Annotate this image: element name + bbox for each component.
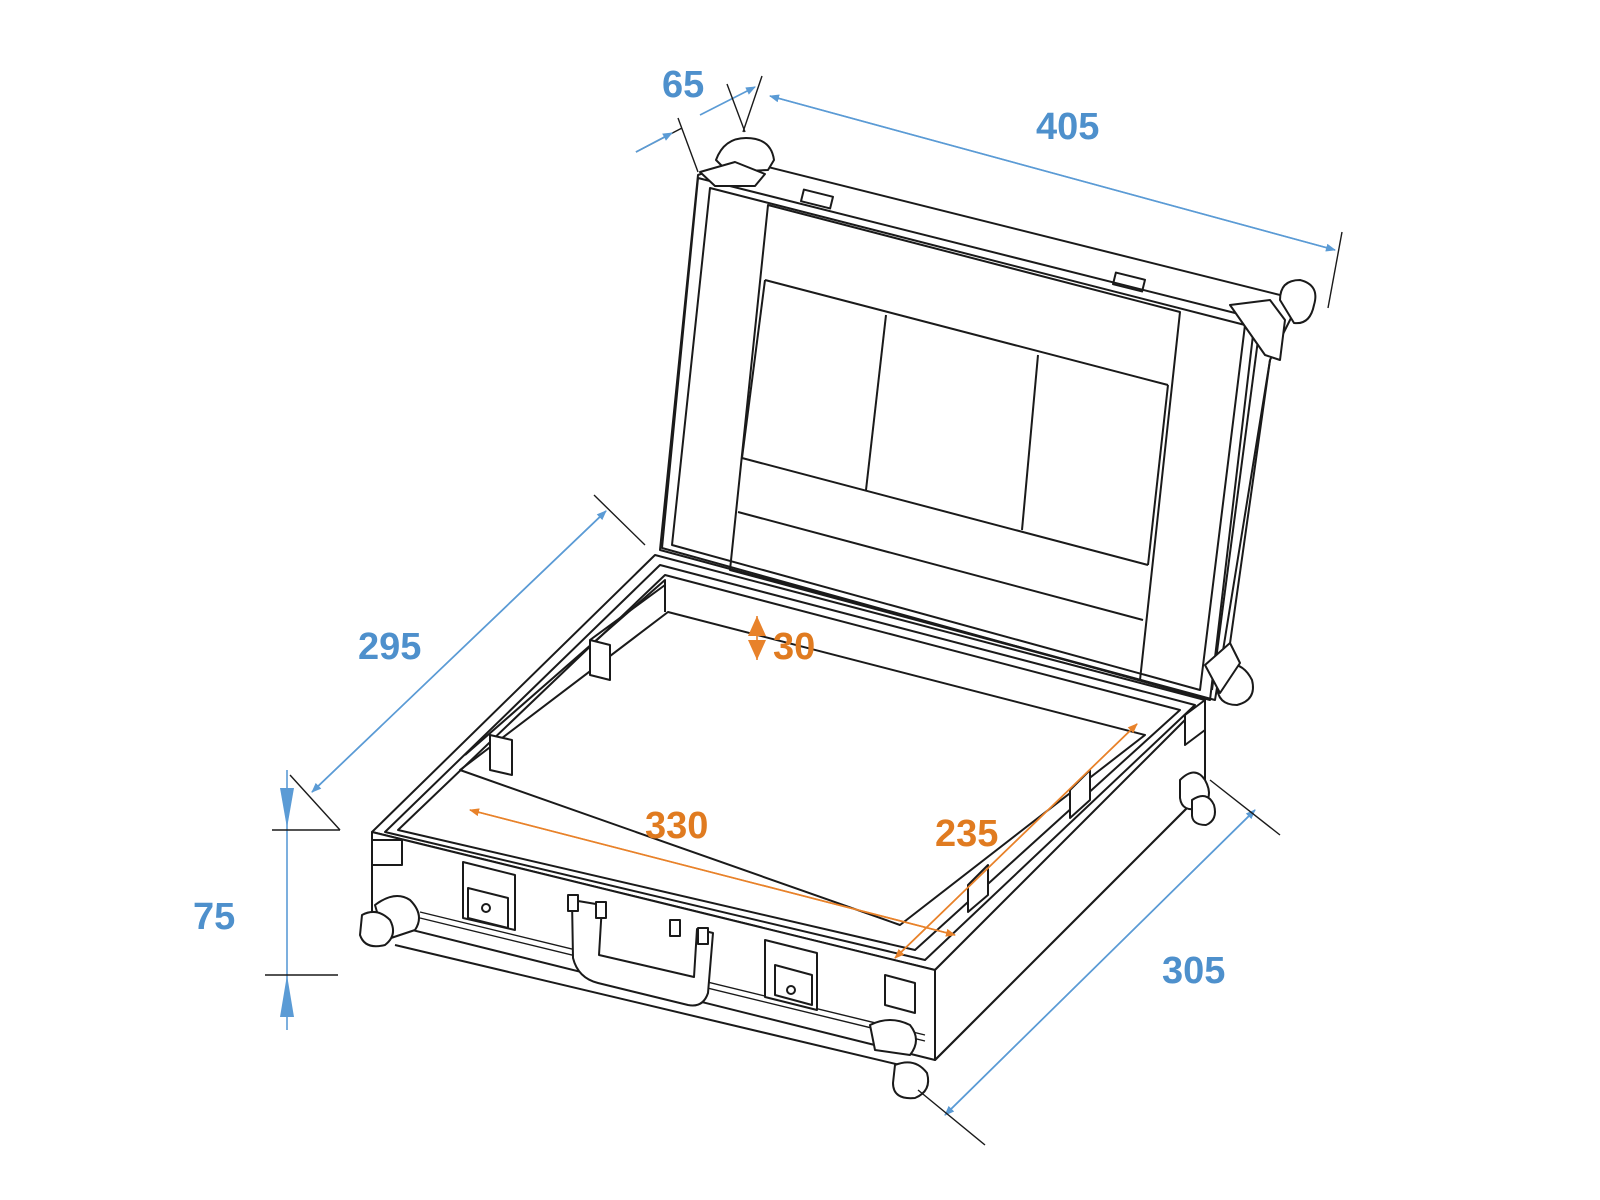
latch-right bbox=[764, 939, 818, 1011]
label-305: 305 bbox=[1162, 950, 1226, 992]
carry-handle bbox=[567, 894, 714, 1007]
label-405: 405 bbox=[1036, 106, 1100, 148]
lid-corner-bottom-right bbox=[1204, 642, 1254, 706]
dimension-305 bbox=[917, 779, 1281, 1146]
label-75: 75 bbox=[193, 896, 236, 938]
case-body bbox=[371, 554, 1206, 1066]
dimension-235 bbox=[894, 723, 1138, 959]
dimension-65 bbox=[635, 75, 763, 173]
lid-corner-top-right bbox=[1229, 279, 1317, 361]
dimension-295 bbox=[289, 494, 646, 831]
dimension-405 bbox=[769, 94, 1343, 309]
dimension-30 bbox=[748, 616, 766, 660]
body-corner-front-right bbox=[869, 974, 930, 1100]
body-corner-front-left bbox=[359, 839, 420, 948]
label-295: 295 bbox=[358, 626, 422, 668]
label-65: 65 bbox=[662, 64, 705, 106]
dimension-330 bbox=[469, 808, 956, 937]
dimension-75 bbox=[265, 770, 340, 1030]
label-330: 330 bbox=[645, 805, 709, 847]
label-235: 235 bbox=[935, 813, 999, 855]
case-lid bbox=[659, 159, 1301, 701]
body-corner-back-right bbox=[1179, 699, 1216, 826]
label-30: 30 bbox=[773, 626, 816, 668]
lid-corner-top-left bbox=[699, 137, 775, 187]
latch-left bbox=[462, 861, 516, 931]
